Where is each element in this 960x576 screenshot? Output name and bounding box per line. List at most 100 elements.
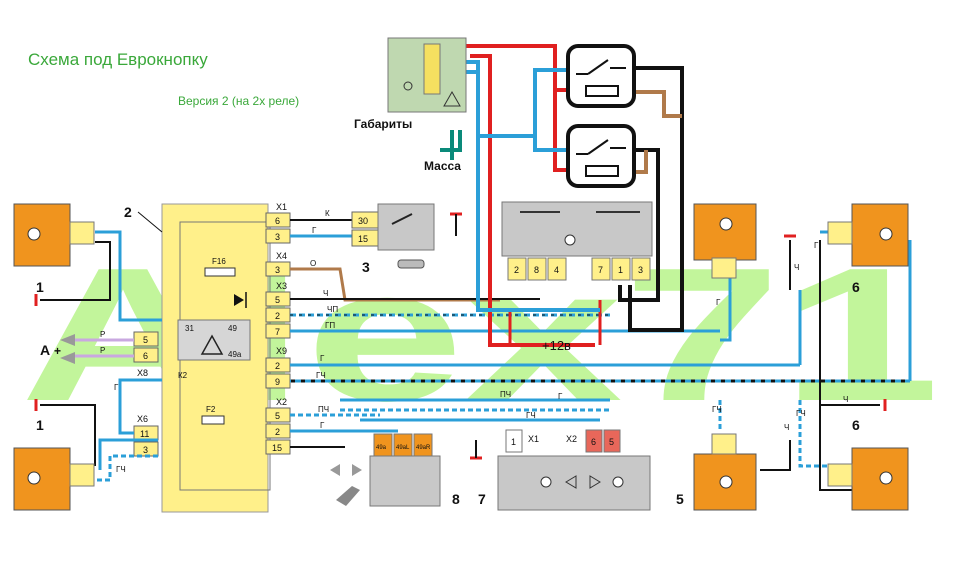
svg-text:2: 2 (275, 311, 280, 321)
svg-text:11: 11 (140, 429, 149, 439)
wire-code: Г (312, 226, 317, 235)
lamp-rear-right (827, 447, 909, 511)
wire-code: ГЧ (796, 409, 806, 418)
svg-text:5: 5 (143, 335, 148, 345)
wire-code: О (310, 259, 316, 268)
fuse-f2-label: F2 (206, 405, 216, 414)
lamp-rear-left (13, 447, 95, 511)
svg-text:7: 7 (598, 265, 603, 275)
wire-code: ЧП (327, 305, 338, 314)
wire-code: ПЧ (500, 390, 511, 399)
svg-text:2: 2 (275, 427, 280, 437)
connector-x9: X9 2 9 (265, 346, 291, 389)
wire-code: Г (716, 298, 721, 307)
page-subtitle: Версия 2 (на 2х реле) (178, 94, 300, 108)
wire-code: ГП (325, 321, 335, 330)
svg-text:6: 6 (591, 437, 596, 447)
svg-text:6: 6 (275, 216, 280, 226)
wire-code: ГЧ (116, 465, 126, 474)
light-switch-block: 2 8 4 7 1 3 (501, 201, 653, 281)
wire-code: ПЧ (318, 405, 329, 414)
svg-text:3: 3 (275, 232, 280, 242)
svg-text:X6: X6 (137, 414, 148, 424)
hazard-switch-number: 8 (452, 491, 460, 507)
side-repeater-number: 5 (676, 491, 684, 507)
wire-code: Р (100, 346, 105, 355)
svg-text:8: 8 (534, 265, 539, 275)
connector-x8: 5 6 X8 (133, 331, 159, 378)
plus12-label: +12в (542, 338, 571, 353)
relay-pin-49a: 49а (228, 350, 242, 359)
fuse-f16 (204, 267, 236, 277)
relay-1 (566, 44, 636, 108)
mounting-block-number: 2 (124, 204, 132, 220)
lamp-front-right-number: 6 (852, 279, 860, 295)
svg-text:X2: X2 (566, 434, 577, 444)
svg-text:5: 5 (275, 295, 280, 305)
lamp-rear-right-number: 6 (852, 417, 860, 433)
ignition-switch-number: 3 (362, 259, 370, 275)
svg-text:49aL: 49aL (396, 445, 410, 451)
lamp-rear-left-number: 1 (36, 417, 44, 433)
wire-code: Г (114, 383, 119, 392)
relay-2 (566, 124, 636, 188)
connector-x3: X3 5 2 7 (265, 281, 291, 339)
side-repeater-left (693, 433, 757, 511)
svg-text:9: 9 (275, 377, 280, 387)
fuse-f2 (201, 415, 225, 425)
svg-text:X3: X3 (276, 281, 287, 291)
key-icon (397, 259, 425, 269)
svg-text:6: 6 (143, 351, 148, 361)
arrow-left-icon (330, 464, 340, 476)
svg-text:2: 2 (275, 361, 280, 371)
svg-text:15: 15 (272, 443, 282, 453)
lamp-front-left (13, 203, 95, 267)
svg-text:3: 3 (275, 265, 280, 275)
gabarity-label: Габариты (354, 117, 412, 131)
svg-text:4: 4 (554, 265, 559, 275)
svg-text:X4: X4 (276, 251, 287, 261)
svg-text:7: 7 (275, 327, 280, 337)
page-title: Схема под Еврокнопку (28, 50, 208, 69)
wire-code: Ч (323, 289, 328, 298)
wire-code: Г (320, 421, 325, 430)
wire-code: ГЧ (526, 411, 536, 420)
massa-label: Масса (424, 159, 461, 173)
ignition-switch: 30 15 (351, 203, 435, 269)
arrow-left-icon (565, 475, 577, 489)
side-a-label: А (40, 342, 50, 358)
fuse-f16-label: F16 (212, 257, 226, 266)
relay-pin-49: 49 (228, 324, 237, 333)
wire-code: Г (558, 392, 563, 401)
diode-icon (234, 294, 244, 306)
hazard-triangle-icon (200, 334, 224, 355)
wire-code: К (325, 209, 330, 218)
lamp-front-right (827, 203, 909, 267)
svg-text:+: + (54, 344, 61, 358)
side-repeater-right (693, 203, 757, 279)
connector-x2: X2 5 2 15 (265, 397, 291, 455)
block-k2-label: К2 (178, 371, 188, 380)
lamp-front-left-number: 1 (36, 279, 44, 295)
connector-x1: X1 6 3 (265, 202, 291, 244)
connector-x6: X6 11 3 (133, 414, 159, 457)
svg-text:1: 1 (511, 437, 516, 447)
hazard-triangle-icon (443, 90, 461, 107)
arrow-left-icon (60, 352, 75, 364)
svg-text:15: 15 (358, 234, 368, 244)
svg-text:5: 5 (609, 437, 614, 447)
svg-text:49а: 49а (376, 445, 387, 451)
svg-text:1: 1 (618, 265, 623, 275)
svg-text:X8: X8 (137, 368, 148, 378)
position-light-switch (387, 37, 467, 113)
wire-code: ГЧ (712, 405, 722, 414)
arrow-right-icon (589, 475, 601, 489)
wire-code: Г (814, 241, 819, 250)
svg-text:49aR: 49aR (416, 445, 431, 451)
svg-text:2: 2 (514, 265, 519, 275)
wire-code: Р (100, 330, 105, 339)
arrow-right-icon (352, 464, 362, 476)
svg-text:X9: X9 (276, 346, 287, 356)
svg-text:30: 30 (358, 216, 368, 226)
